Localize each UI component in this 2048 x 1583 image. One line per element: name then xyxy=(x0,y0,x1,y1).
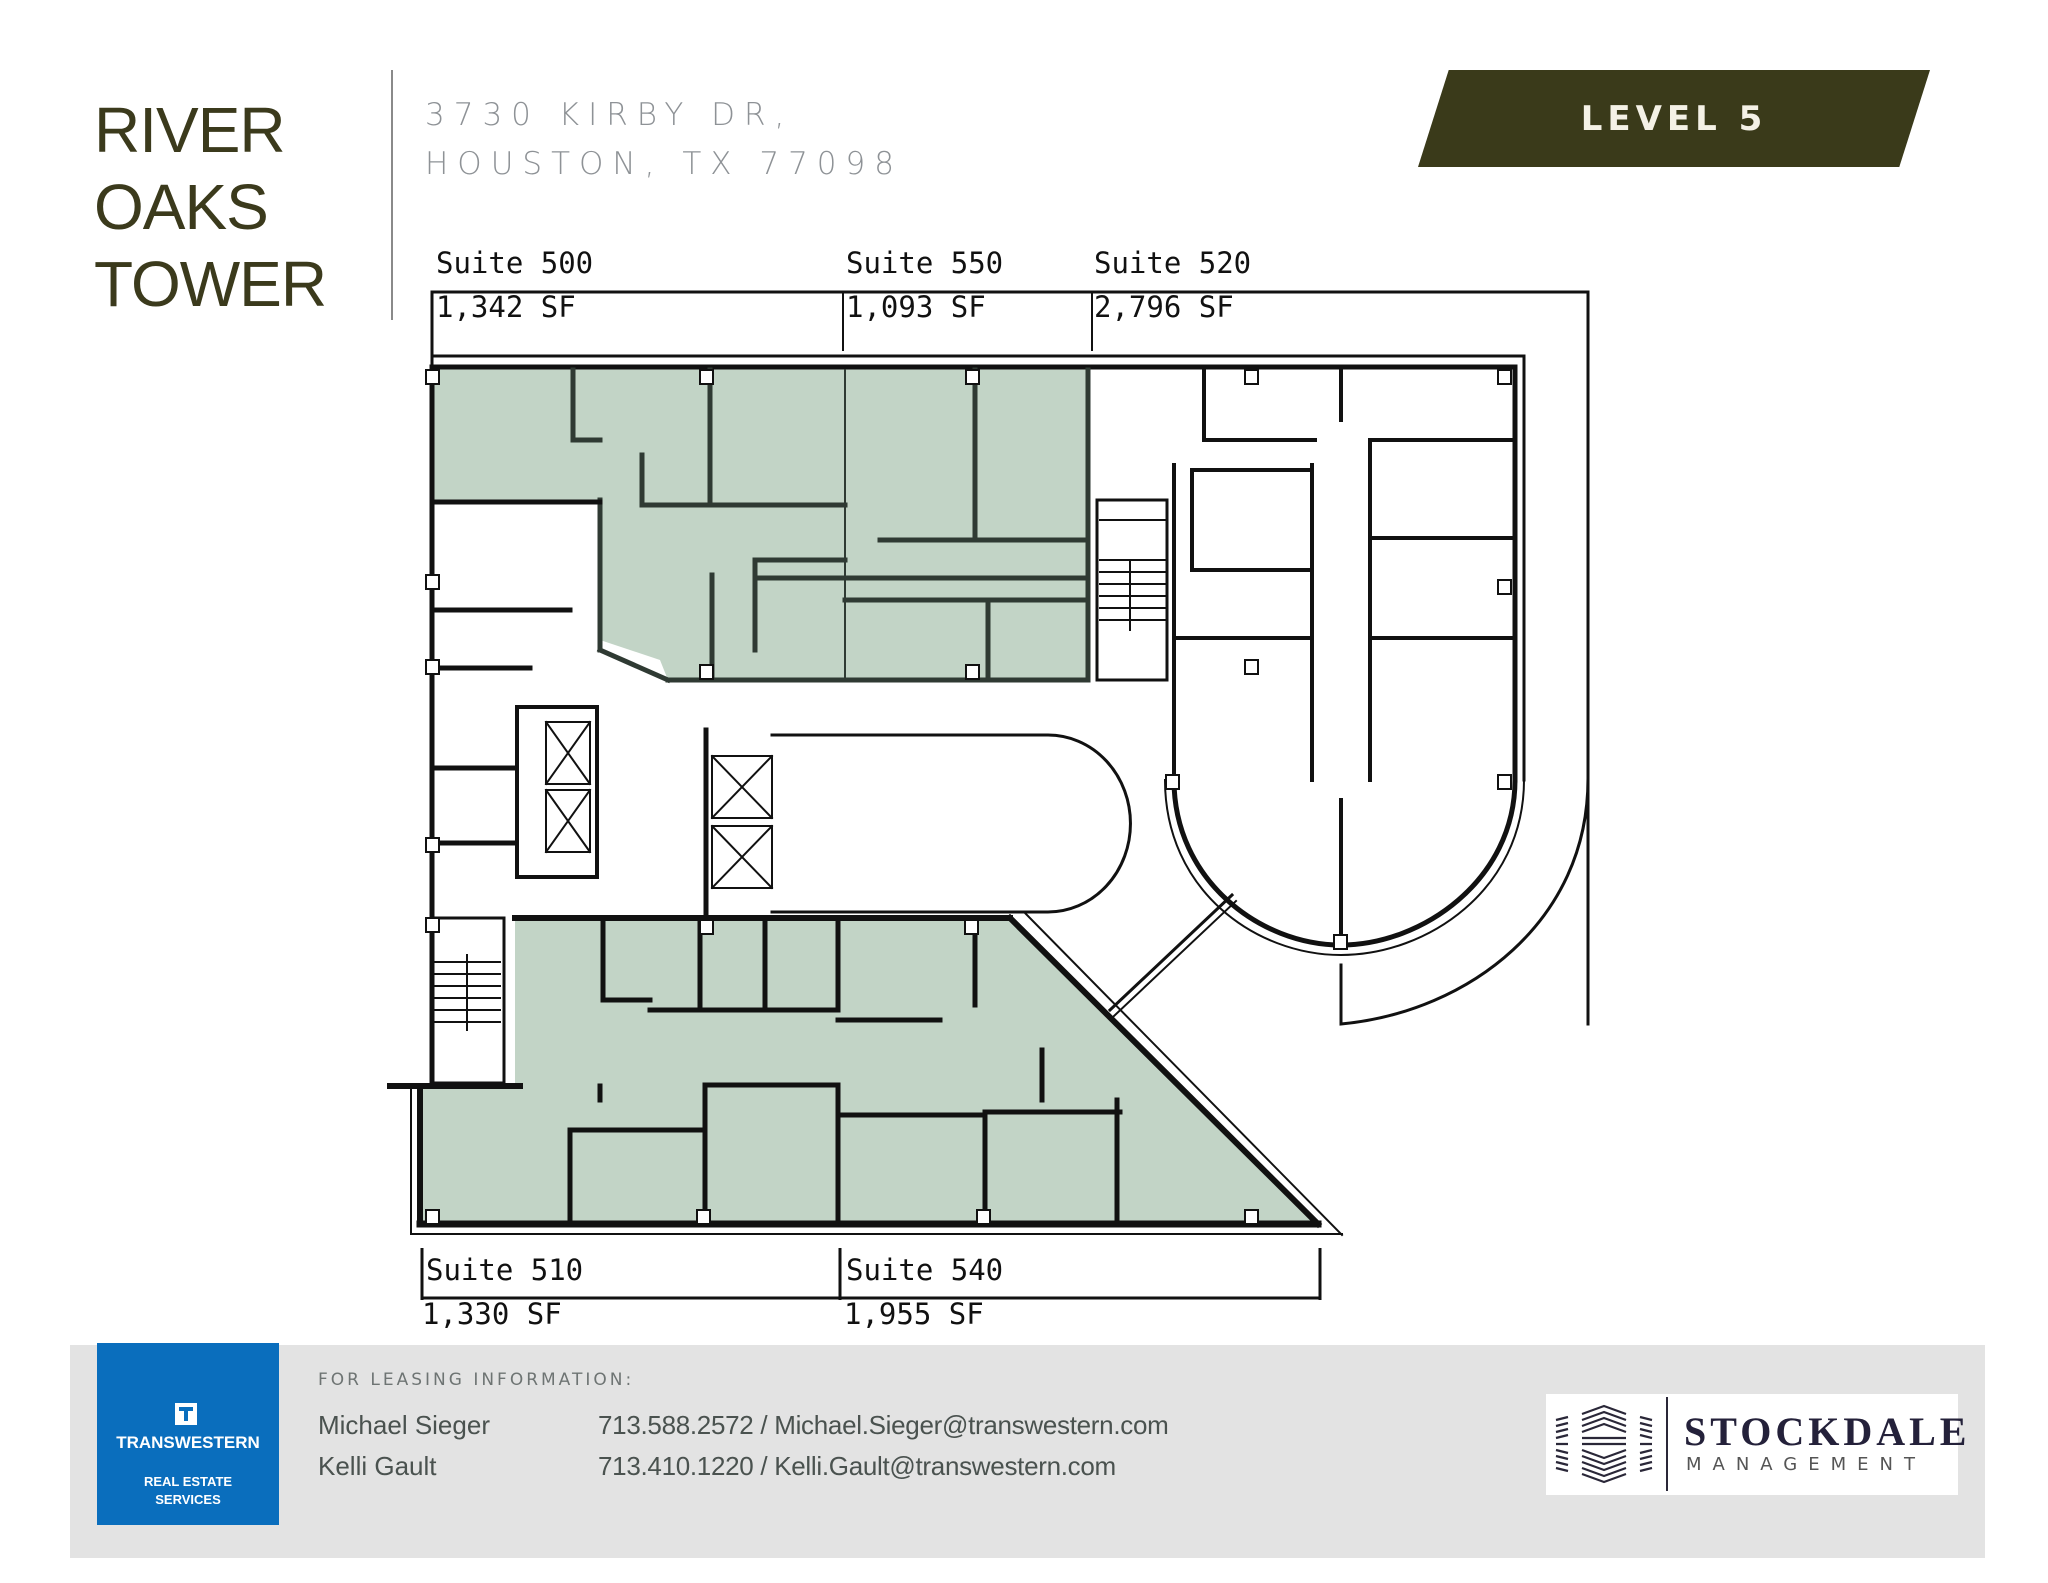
level-banner: LEVEL 5 xyxy=(1418,70,1930,167)
transwestern-t-icon xyxy=(175,1403,197,1425)
title-line: TOWER xyxy=(94,248,327,320)
contact-name: Kelli Gault xyxy=(318,1451,437,1481)
transwestern-logo: TRANSWESTERN REAL ESTATE SERVICES xyxy=(97,1343,279,1525)
stockdale-sub: MANAGEMENT xyxy=(1686,1454,1926,1475)
suite-540-name: Suite 540 xyxy=(846,1253,1004,1287)
suite-520-name: Suite 520 xyxy=(1094,246,1252,280)
logo-divider xyxy=(1666,1397,1668,1491)
building-address: 3730 KIRBY DR, HOUSTON, TX 77098 xyxy=(425,91,903,189)
title-line: OAKS xyxy=(94,171,269,243)
tagline-line: SERVICES xyxy=(155,1492,221,1507)
stockdale-building-icon xyxy=(1555,1404,1653,1484)
level-label: LEVEL 5 xyxy=(1580,98,1768,139)
suite-510-area: 1,330 SF xyxy=(422,1297,562,1331)
suite-510-540-shading xyxy=(420,918,1318,1224)
stockdale-logo: STOCKDALE MANAGEMENT xyxy=(1546,1394,1966,1495)
address-line: HOUSTON, TX 77098 xyxy=(425,146,903,182)
suite-510-name: Suite 510 xyxy=(426,1253,584,1287)
contact-name: Michael Sieger xyxy=(318,1410,490,1440)
title-line: RIVER xyxy=(94,94,286,166)
suite-550-name: Suite 550 xyxy=(846,246,1004,280)
header-divider xyxy=(391,70,393,320)
suite-520-area: 2,796 SF xyxy=(1094,290,1234,324)
leasing-heading: FOR LEASING INFORMATION: xyxy=(318,1370,635,1390)
transwestern-name: TRANSWESTERN xyxy=(116,1433,260,1452)
address-line: 3730 KIRBY DR, xyxy=(425,97,794,133)
contact-info-link[interactable]: 713.410.1220 / Kelli.Gault@transwestern.… xyxy=(598,1451,1116,1481)
suite-500-name: Suite 500 xyxy=(436,246,594,280)
stockdale-name: STOCKDALE xyxy=(1684,1409,1971,1454)
suite-540-area: 1,955 SF xyxy=(844,1297,984,1331)
building-title: RIVER OAKS TOWER xyxy=(94,92,327,323)
suite-500-area: 1,342 SF xyxy=(436,290,576,324)
suite-550-area: 1,093 SF xyxy=(846,290,986,324)
contact-info-link[interactable]: 713.588.2572 / Michael.Sieger@transweste… xyxy=(598,1410,1169,1440)
tagline-line: REAL ESTATE xyxy=(143,1474,233,1489)
transwestern-tagline: REAL ESTATE SERVICES xyxy=(97,1473,279,1509)
